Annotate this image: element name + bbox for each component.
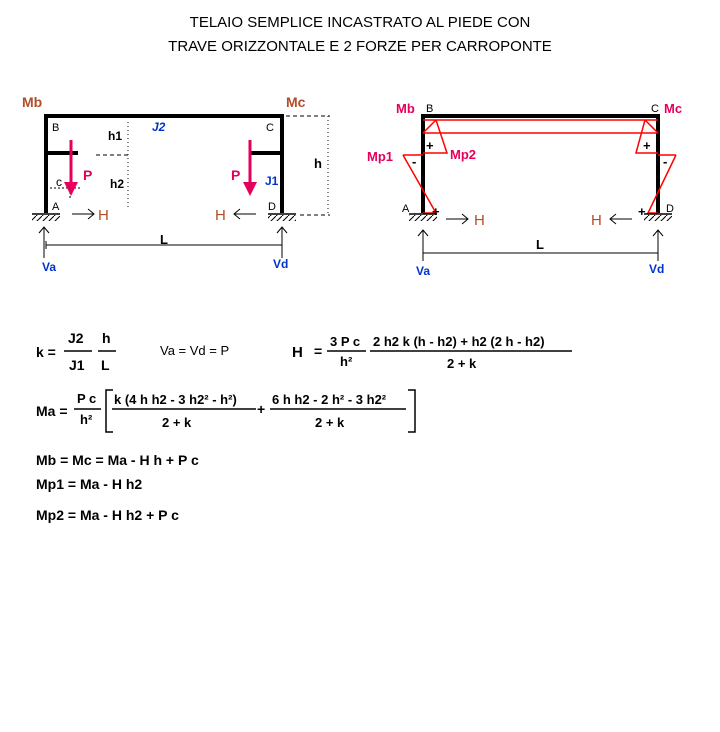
formula-ma-bracket-left [105,389,113,433]
left-support-a [32,213,60,221]
formula-h-den2: 2 + k [447,356,477,371]
left-label-mc: Mc [286,94,306,110]
formulas: k = J2 J1 h L Va = Vd = P H = 3 P c h² 2… [36,330,572,523]
formula-k-den2: L [101,357,110,373]
right-label-b: B [426,103,433,115]
formula-h-eq: = [314,343,322,359]
right-label-plus-top-right: + [643,138,651,153]
formula-k-lhs: k = [36,344,56,360]
formula-mb-mc: Mb = Mc = Ma - H h + P c [36,452,199,468]
left-label-vd: Vd [273,257,288,271]
left-label-j2: J2 [152,120,166,134]
right-label-plus-top-left: + [426,138,434,153]
left-label-h2: h2 [110,177,124,191]
left-reaction-a-arrow [38,226,50,258]
left-label-d: D [268,201,276,213]
left-label-h1: h1 [108,129,122,143]
right-moment-diagram [402,119,677,214]
formula-mp2: Mp2 = Ma - H h2 + P c [36,507,179,523]
left-label-j1: J1 [265,174,279,188]
title-line-1: TELAIO SEMPLICE INCASTRATO AL PIEDE CON [189,14,531,31]
right-label-a: A [402,203,410,215]
right-label-h-left: H [474,212,485,229]
formula-ma-bracket-right [408,389,416,433]
right-label-h-right: H [591,212,602,229]
formula-k-den1: J1 [69,357,85,373]
left-label-c: C [266,122,274,134]
formula-h-num2: 2 h2 k (h - h2) + h2 (2 h - h2) [373,334,545,349]
left-label-h-left: H [98,207,109,224]
right-support-a [409,213,437,221]
formula-ma-lhs: Ma = [36,403,68,419]
left-label-p-right: P [231,167,240,183]
left-h-arrow-right [233,208,256,220]
left-label-h: h [314,156,322,171]
left-label-a: A [52,201,60,213]
right-label-minus-left: - [412,154,416,169]
right-frame-structure [421,114,660,213]
left-support-d [268,213,296,221]
right-label-mc: Mc [664,101,682,116]
right-h-arrow-left [446,213,469,225]
formula-va-vd: Va = Vd = P [160,343,229,358]
right-label-c: C [651,103,659,115]
right-label-vd: Vd [649,262,664,276]
formula-ma-plus: + [257,401,265,417]
left-label-mb: Mb [22,94,42,110]
formula-ma-den3: 2 + k [315,415,345,430]
left-label-l: L [160,232,168,247]
formula-ma-num2: k (4 h h2 - 3 h2² - h²) [114,392,237,407]
formula-ma-num1: P c [77,391,96,406]
title-line-2: TRAVE ORIZZONTALE E 2 FORZE PER CARROPON… [168,38,552,55]
left-reaction-d-arrow [276,226,288,258]
right-label-minus-right: - [663,154,667,169]
right-reaction-a-arrow [417,229,429,261]
left-frame-structure [44,114,284,213]
formula-k-num1: J2 [68,330,84,346]
left-label-c-dim: c [56,175,62,189]
left-p-arrow-left [64,140,78,196]
formula-ma-den2: 2 + k [162,415,192,430]
left-label-b: B [52,122,59,134]
left-frame: Mb Mc B C A D J2 J1 h1 h2 h c P P H H L … [22,94,330,274]
right-label-plus-bottom-right: + [638,204,646,219]
formula-k-num2: h [102,330,111,346]
right-label-mp2: Mp2 [450,147,476,162]
formula-ma-num3: 6 h h2 - 2 h² - 3 h2² [272,392,387,407]
right-label-plus-bottom-left: + [432,204,440,219]
right-support-d [644,213,672,221]
right-frame: Mb B C Mc Mp1 Mp2 + - + - A + + D H H L … [367,101,682,278]
formula-ma-den1: h² [80,412,93,427]
right-label-mb: Mb [396,101,415,116]
left-label-h-right: H [215,207,226,224]
right-label-d: D [666,203,674,215]
right-label-mp1: Mp1 [367,149,393,164]
right-label-va: Va [416,264,430,278]
formula-mp1: Mp1 = Ma - H h2 [36,476,142,492]
left-label-p-left: P [83,167,92,183]
left-label-va: Va [42,260,56,274]
right-reaction-d-arrow [652,229,664,261]
right-h-arrow-right [609,213,632,225]
formula-h-num1: 3 P c [330,334,360,349]
formula-h-den1: h² [340,354,353,369]
left-h-arrow-left [72,208,95,220]
formula-h-lhs: H [292,344,303,361]
left-p-arrow-right [243,140,257,196]
right-label-l: L [536,237,544,252]
